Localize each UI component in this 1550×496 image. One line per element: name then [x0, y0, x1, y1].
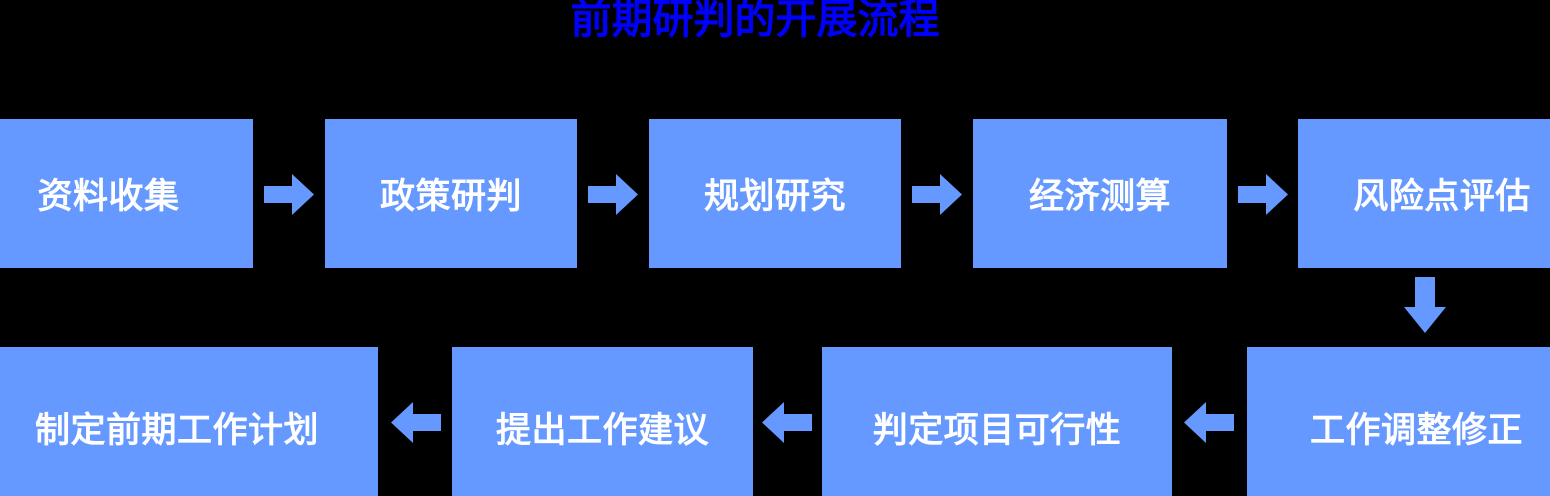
process-node-ziliaoshouji[interactable]: 资料收集 — [0, 119, 253, 268]
arrow-right-icon-3 — [912, 174, 962, 215]
process-node-guihuayanjiu[interactable]: 规划研究 — [649, 119, 901, 268]
process-node-zhengceyanpan[interactable]: 政策研判 — [325, 119, 577, 268]
process-node-jingjiceSuan[interactable]: 经济测算 — [973, 119, 1227, 268]
page-title: 前期研判的开展流程 — [570, 0, 940, 42]
arrow-right-icon-4 — [1238, 174, 1288, 215]
process-node-label: 风险点评估 — [1353, 177, 1531, 216]
process-node-fengxiandianpinggu[interactable]: 风险点评估 — [1298, 119, 1550, 268]
process-node-label: 制定前期工作计划 — [34, 410, 319, 450]
arrow-left-icon-2 — [762, 402, 812, 443]
arrow-left-icon-1 — [1184, 402, 1234, 443]
process-node-zhidingqianqigongzuojihua[interactable]: 制定前期工作计划 — [0, 347, 378, 496]
process-node-gongzuotiaozhengxiuzheng[interactable]: 工作调整修正 — [1247, 347, 1550, 496]
process-node-label: 判定项目可行性 — [872, 410, 1122, 450]
process-node-tichugongzuojianyi[interactable]: 提出工作建议 — [452, 347, 753, 496]
process-node-label: 经济测算 — [1028, 177, 1171, 216]
process-node-label: 政策研判 — [379, 177, 522, 216]
process-node-label: 工作调整修正 — [1309, 410, 1523, 450]
process-node-label: 资料收集 — [37, 177, 180, 216]
arrow-down-icon-1 — [1404, 277, 1446, 333]
arrow-left-icon-3 — [391, 402, 441, 443]
process-node-label: 提出工作建议 — [495, 410, 709, 450]
process-node-pandingxiangmukexingxing[interactable]: 判定项目可行性 — [822, 347, 1172, 496]
arrow-right-icon-1 — [264, 174, 314, 215]
process-node-label: 规划研究 — [703, 177, 846, 216]
arrow-right-icon-2 — [588, 174, 638, 215]
